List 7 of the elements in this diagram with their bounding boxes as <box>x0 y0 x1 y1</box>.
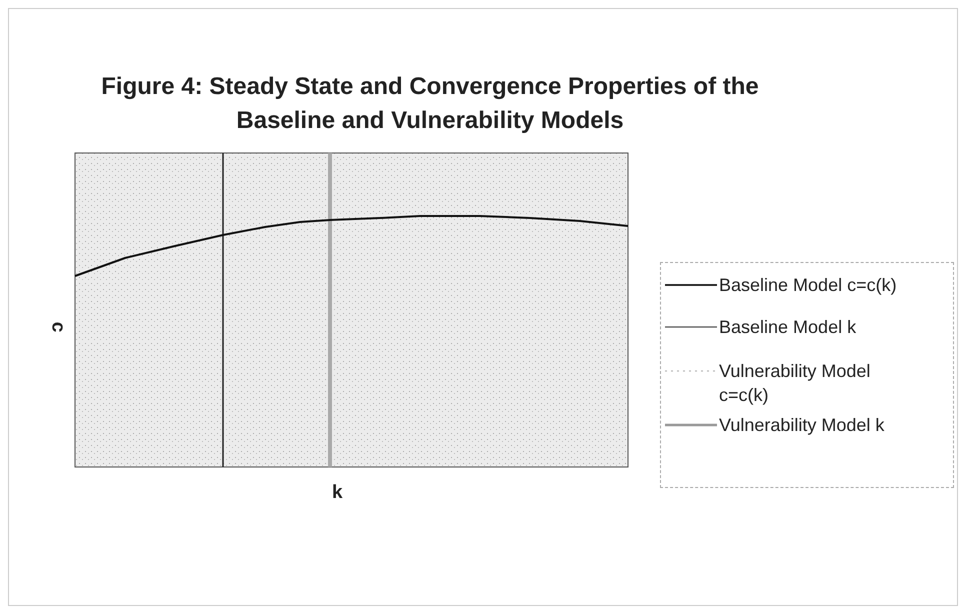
legend-label: Vulnerability Model c=c(k) <box>719 360 872 407</box>
legend-label: Baseline Model c=c(k) <box>719 274 898 297</box>
legend-label: Vulnerability Model k <box>719 414 886 437</box>
axis-label: k <box>332 482 343 504</box>
chart-title: Figure 4: Steady State and Convergence Properties of the Baseline and Vulnerability Models <box>100 72 760 136</box>
axis-label: c <box>46 322 68 332</box>
legend-label: Baseline Model k <box>719 316 858 339</box>
